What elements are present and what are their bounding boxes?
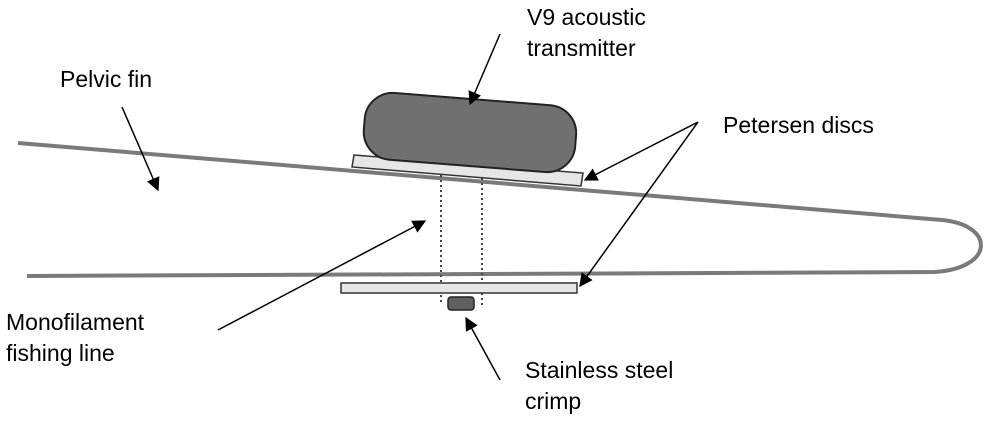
label-petersen-discs: Petersen discs <box>723 112 874 138</box>
arrow-petersen-top <box>583 121 699 181</box>
arrow-monofilament <box>217 220 427 331</box>
label-monofilament-line1: Monofilament <box>6 309 145 335</box>
pelvic-fin-outline <box>17 141 983 278</box>
label-transmitter-line2: transmitter <box>527 35 636 61</box>
label-monofilament-line2: fishing line <box>6 340 115 366</box>
label-crimp-line2: crimp <box>525 388 581 414</box>
arrow-petersen-bottom <box>579 121 699 288</box>
label-transmitter: V9 acoustic transmitter <box>527 4 652 61</box>
arrow-crimp <box>465 316 501 381</box>
label-monofilament: Monofilament fishing line <box>6 309 150 366</box>
label-crimp-line1: Stainless steel <box>525 357 673 383</box>
stainless-steel-crimp <box>447 296 475 311</box>
label-transmitter-line1: V9 acoustic <box>527 4 646 30</box>
arrow-transmitter <box>468 33 501 106</box>
label-pelvic-fin: Pelvic fin <box>60 66 152 92</box>
petersen-disc-bottom <box>340 282 578 294</box>
label-crimp: Stainless steel crimp <box>525 357 680 414</box>
arrow-pelvic-fin <box>121 106 160 192</box>
